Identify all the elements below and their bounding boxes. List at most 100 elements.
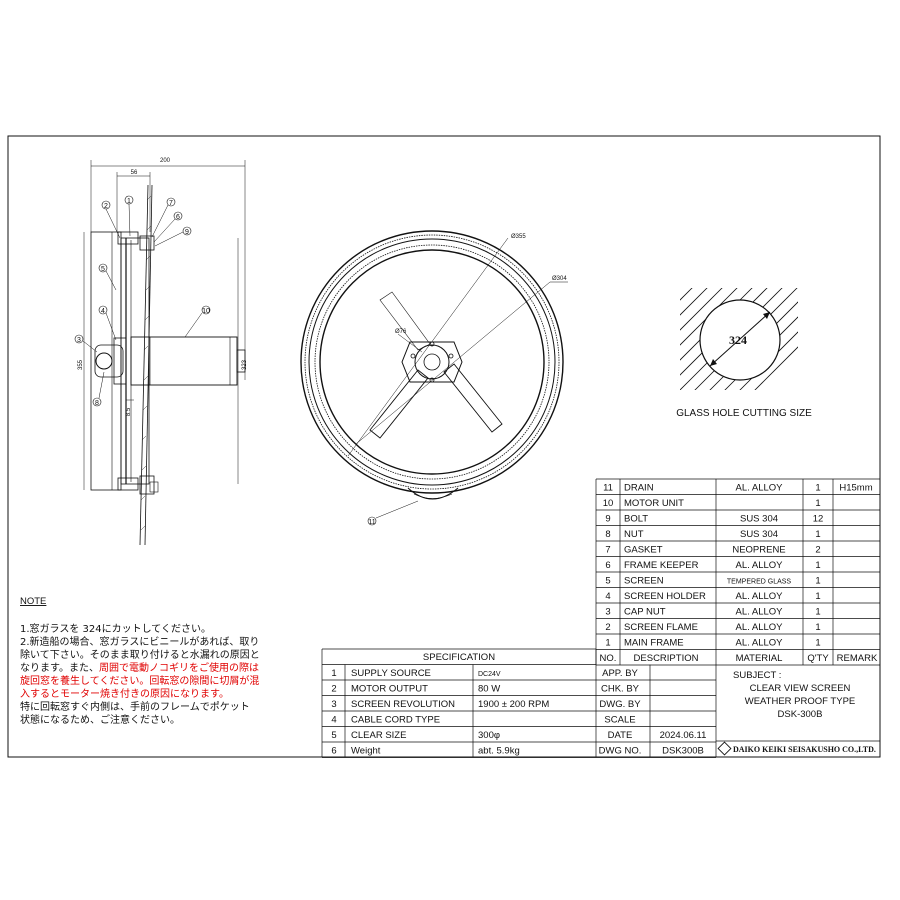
parts-header-no: NO. <box>600 653 617 664</box>
callout-11: 11 <box>368 519 375 526</box>
front-view: Ø355 Ø304 Ø76 11 <box>300 230 568 526</box>
dim-inner-dia: Ø304 <box>552 276 567 282</box>
parts-row-no: 7 <box>605 545 610 556</box>
parts-row-no: 5 <box>605 576 610 587</box>
spec-row-label: CABLE CORD TYPE <box>351 715 440 726</box>
note-red-3: 入するとモーター焼き付きの原因になります。 <box>20 687 229 700</box>
note-red-2: 旋回窓を養生してください。回転窓の隙間に切屑が混 <box>20 674 259 687</box>
parts-header-qty: Q'TY <box>807 653 829 664</box>
spec-row-label: Weight <box>351 746 381 757</box>
spec-row-value: 1900 ± 200 RPM <box>478 699 549 710</box>
parts-row-description: CAP NUT <box>624 607 666 618</box>
parts-row-material: AL. ALLOY <box>735 607 783 618</box>
callout-9: 9 <box>185 229 189 236</box>
parts-header-remark: REMARK <box>837 653 878 664</box>
note-line-4-start: なります。また、 <box>20 662 99 674</box>
approval-label: APP. BY <box>602 668 638 679</box>
parts-row-qty: 12 <box>813 514 824 525</box>
parts-row-material: AL. ALLOY <box>735 483 783 494</box>
approval-label: CHK. BY <box>601 684 640 695</box>
spec-row-no: 1 <box>331 668 336 679</box>
parts-row-material: SUS 304 <box>740 529 778 540</box>
parts-header-description: DESCRIPTION <box>634 653 699 664</box>
parts-row-qty: 1 <box>815 529 820 540</box>
note-line-2: 2.新造船の場合、窓ガラスにビニールがあれば、取り <box>20 635 259 648</box>
subject-label: SUBJECT : <box>733 670 781 681</box>
dim-frame-depth: 56 <box>131 170 138 176</box>
parts-row-qty: 1 <box>815 483 820 494</box>
parts-row-qty: 1 <box>815 638 820 649</box>
parts-row-description: DRAIN <box>624 483 654 494</box>
spec-row-value: abt. 5.9kg <box>478 746 520 757</box>
callout-6: 6 <box>176 214 180 221</box>
spec-row-no: 2 <box>331 684 336 695</box>
parts-row-no: 2 <box>605 622 610 633</box>
dim-hub-dia: Ø76 <box>395 329 407 335</box>
parts-row-description: FRAME KEEPER <box>624 560 699 571</box>
parts-header-material: MATERIAL <box>736 653 783 664</box>
subject-line-3: DSK-300B <box>778 709 823 720</box>
spec-row-value: DC24V <box>478 671 501 678</box>
note-line-1: 1.窓ガラスを 324にカットしてください。 <box>20 622 211 635</box>
approval-value: 2024.06.11 <box>660 730 707 741</box>
parts-row-material: NEOPRENE <box>732 545 785 556</box>
callout-3: 3 <box>77 337 81 344</box>
spec-row-value: 80 W <box>478 684 500 695</box>
parts-row-material: AL. ALLOY <box>735 622 783 633</box>
parts-row-no: 6 <box>605 560 610 571</box>
parts-row-material: TEMPERED GLASS <box>727 579 792 586</box>
subject-line-1: CLEAR VIEW SCREEN <box>750 683 851 694</box>
note-red-1: 周囲で電動ノコギリをご使用の際は <box>99 661 259 674</box>
dim-outer-dia: Ø355 <box>511 234 526 240</box>
parts-row-qty: 2 <box>815 545 820 556</box>
approval-label: SCALE <box>604 715 635 726</box>
parts-row-description: SCREEN <box>624 576 664 587</box>
parts-row-no: 11 <box>603 483 613 494</box>
parts-row-material: AL. ALLOY <box>735 560 783 571</box>
note-line-4: なります。また、周囲で電動ノコギリをご使用の際は <box>20 661 259 674</box>
spec-row-value: 300φ <box>478 730 500 741</box>
spec-row-label: SCREEN REVOLUTION <box>351 699 455 710</box>
company-logo-icon <box>717 741 732 756</box>
parts-row-description: MOTOR UNIT <box>624 498 684 509</box>
parts-row-remark: H15mm <box>839 483 872 494</box>
spec-row-no: 3 <box>331 699 336 710</box>
side-view: 200 56 <box>74 158 248 546</box>
glass-hole-caption: GLASS HOLE CUTTING SIZE <box>676 408 812 419</box>
glass-hole-size: 324 <box>729 333 747 347</box>
dim-height-left: 355 <box>78 359 84 370</box>
parts-row-no: 1 <box>605 638 610 649</box>
approval-value: DSK300B <box>662 746 704 757</box>
parts-row-description: SCREEN HOLDER <box>624 591 706 602</box>
parts-row-no: 4 <box>605 591 610 602</box>
parts-row-no: 10 <box>603 498 614 509</box>
dim-height-right: 323 <box>242 359 248 370</box>
callout-5: 5 <box>101 266 105 273</box>
note-line-3: 除いて下さい。そのまま取り付けると水漏れの原因と <box>20 648 260 661</box>
parts-row-description: BOLT <box>624 514 648 525</box>
parts-row-qty: 1 <box>815 560 820 571</box>
spec-row-no: 6 <box>331 746 336 757</box>
parts-row-no: 8 <box>605 529 610 540</box>
parts-row-qty: 1 <box>815 607 820 618</box>
dim-overall-depth: 200 <box>160 158 171 164</box>
sheet-border <box>7 135 881 758</box>
parts-row-qty: 1 <box>815 591 820 602</box>
note-line-5: 特に回転窓すぐ内側は、手前のフレームでポケット <box>20 700 250 713</box>
parts-row-qty: 1 <box>815 622 820 633</box>
parts-row-description: GASKET <box>624 545 663 556</box>
parts-row-description: MAIN FRAME <box>624 638 684 649</box>
callout-2: 2 <box>104 203 108 210</box>
parts-row-qty: 1 <box>815 576 820 587</box>
approval-label: DWG NO. <box>599 746 642 757</box>
approval-label: DATE <box>608 730 633 741</box>
spec-title: SPECIFICATION <box>423 652 495 663</box>
callout-7: 7 <box>169 200 173 207</box>
approval-label: DWG. BY <box>599 699 641 710</box>
note-line-6: 状態になるため、ご注意ください。 <box>20 713 180 726</box>
parts-row-qty: 1 <box>815 498 820 509</box>
callout-4: 4 <box>101 308 105 315</box>
glass-hole-view: 324 GLASS HOLE CUTTING SIZE <box>676 288 812 419</box>
